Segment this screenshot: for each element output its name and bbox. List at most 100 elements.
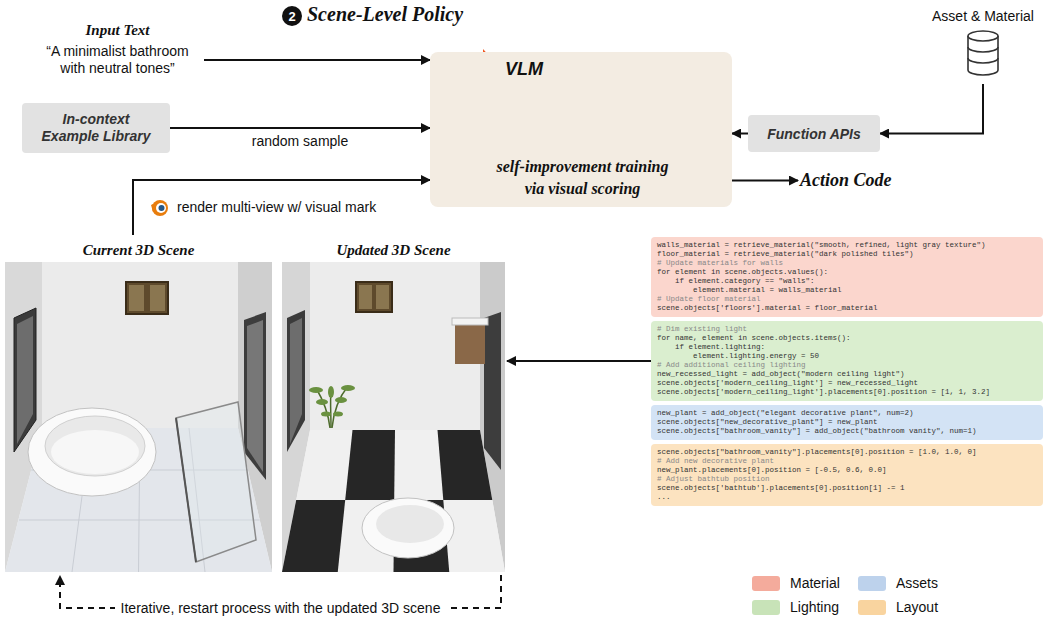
code-line: element.lighting.energy = 50 — [657, 352, 1037, 361]
updated-scene-render — [332, 386, 348, 428]
updated-scene-render — [345, 430, 395, 500]
updated-scene-render — [316, 386, 348, 428]
code-line: new_plant = add_object("elegant decorati… — [657, 409, 1037, 418]
legend-swatch — [752, 600, 780, 615]
badge-number: 2 — [288, 9, 295, 24]
updated-scene-render — [438, 430, 493, 500]
flow-arrow — [732, 133, 748, 135]
current-scene-render — [14, 308, 36, 452]
updated-scene-render — [376, 285, 389, 309]
updated-scene-render — [282, 430, 492, 572]
database-icon — [968, 58, 998, 63]
legend-text: Layout — [896, 599, 938, 615]
legend-text: Assets — [896, 575, 938, 591]
current-scene-render — [176, 402, 256, 562]
updated-scene-render — [341, 385, 355, 391]
database-icon — [968, 47, 998, 52]
node-text: VLM — [505, 58, 732, 80]
flow-arrow — [880, 84, 983, 134]
api-box: Function APIs — [748, 115, 880, 152]
code-line: scene.objects['floors'].material = floor… — [657, 304, 1037, 313]
code-line: for element in scene.objects.values(): — [657, 268, 1037, 277]
edge-label: Iterative, restart process with the upda… — [115, 600, 447, 616]
code-line: element.material = walls_material — [657, 286, 1037, 295]
flow-arrow — [133, 180, 430, 235]
node-text: self-improvement training via visual sco… — [490, 156, 675, 200]
updated-scene-render — [335, 397, 347, 403]
node-text: Current 3D Scene — [5, 238, 272, 259]
flow-arrow — [204, 59, 430, 61]
current-scene-render — [150, 285, 165, 311]
legend-item: Assets — [858, 575, 938, 591]
updated-scene-render — [452, 318, 488, 325]
edge-label: render multi-view w/ visual mark — [177, 199, 376, 215]
legend-swatch — [858, 576, 886, 591]
node-text: Updated 3D Scene — [282, 238, 505, 259]
current-scene-render — [45, 416, 145, 476]
edge-label: random sample — [252, 133, 349, 149]
current-scene-render — [247, 320, 263, 472]
legend-text: Lighting — [790, 599, 839, 615]
code-line: scene.objects['modern_ceiling_light'].pl… — [657, 388, 1037, 397]
code-line: if element.category == "walls": — [657, 277, 1037, 286]
updated-scene-render — [356, 282, 392, 312]
updated-scene-render — [359, 285, 372, 309]
current-scene-render — [244, 312, 266, 480]
blender-icon — [151, 200, 168, 216]
updated-scene-render — [316, 399, 328, 405]
updated-scene-render — [333, 412, 343, 417]
node-text: Input Text — [35, 22, 200, 39]
updated-scene-render — [328, 386, 334, 398]
node-text: Function APIs — [767, 126, 861, 142]
legend-swatch — [752, 576, 780, 591]
updated-scene-render — [290, 318, 302, 444]
current-scene-render — [129, 285, 144, 311]
current-scene-render — [42, 262, 238, 428]
updated-scene-render — [309, 385, 355, 417]
output-label: Action Code — [800, 170, 894, 191]
updated-scene-render — [287, 310, 305, 452]
blender-icon — [156, 203, 166, 213]
code-line: # Update materials for walls — [657, 259, 1037, 268]
code-line: scene.objects["new_decorative_plant"] = … — [657, 418, 1037, 427]
updated-scene-render — [282, 430, 505, 572]
legend-swatch — [858, 600, 886, 615]
updated-scene-render — [310, 262, 480, 430]
code-line: ... — [657, 493, 1037, 502]
code-line: # Update floor material — [657, 295, 1037, 304]
code-line: scene.objects["bathroom_vanity"] = add_o… — [657, 427, 1037, 436]
code-line: for name, element in scene.objects.items… — [657, 334, 1037, 343]
library-box: In-context Example Library — [22, 103, 170, 153]
current-scene-render — [5, 262, 272, 572]
code-line: scene.objects['bathtub'].placements[0].p… — [657, 484, 1037, 493]
updated-scene-render — [282, 262, 505, 572]
code-line: scene.objects['modern_ceiling_light'] = … — [657, 379, 1037, 388]
updated-scene-render — [282, 500, 345, 572]
updated-scene-render — [309, 387, 323, 393]
current-scene-render — [5, 262, 272, 572]
updated-scene-render — [484, 312, 501, 470]
code-block: scene.objects["bathroom_vanity"].placeme… — [651, 444, 1043, 506]
code-line: scene.objects["bathroom_vanity"].placeme… — [657, 448, 1037, 457]
updated-scene-render — [455, 322, 485, 364]
legend-item: Material — [752, 575, 840, 591]
code-line: walls_material = retrieve_material("smoo… — [657, 241, 1037, 250]
node-text: Asset & Material — [931, 8, 1035, 24]
code-line: # Add additional ceiling lighting — [657, 361, 1037, 370]
legend-text: Material — [790, 575, 840, 591]
asset-database: Asset & Material — [931, 8, 1035, 82]
legend-item: Lighting — [752, 599, 839, 615]
figure-title: Scene-Level Policy — [307, 3, 463, 26]
node-text: Action Code — [800, 170, 894, 191]
scene-panel: Updated 3D Scene — [282, 238, 505, 572]
current-scene-render — [28, 408, 156, 496]
current-scene-render — [17, 316, 33, 444]
code-line: # Dim existing light — [657, 325, 1037, 334]
flow-arrow — [170, 127, 430, 129]
code-line: floor_material = retrieve_material("dark… — [657, 250, 1037, 259]
vlm-box: VLM self-improvement training via visual … — [430, 52, 732, 207]
blender-icon — [159, 205, 165, 211]
code-line: if element.lighting: — [657, 343, 1037, 352]
updated-scene-render — [362, 498, 454, 558]
